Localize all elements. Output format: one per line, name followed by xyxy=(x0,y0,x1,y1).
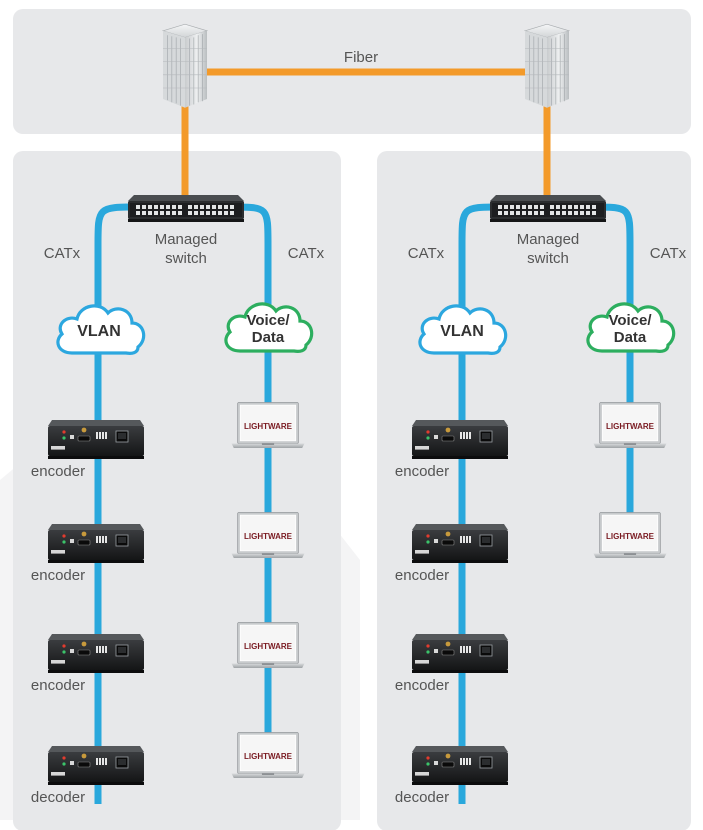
catx-label-left: CATx xyxy=(408,245,445,262)
managed-switch-icon xyxy=(490,195,606,222)
fiber-label: Fiber xyxy=(344,49,378,66)
vlan-label: VLAN xyxy=(440,323,484,340)
catx-cable-left xyxy=(458,203,501,804)
device-label: encoder xyxy=(31,677,85,694)
right-network: Managed switch CATx CATx VLAN Voice/ Dat… xyxy=(395,195,687,806)
switch-label-line1: Managed xyxy=(155,231,218,248)
fiber-link xyxy=(181,68,551,76)
switch-label-line1: Managed xyxy=(517,231,580,248)
building-left-icon xyxy=(162,23,208,109)
managed-switch-icon xyxy=(128,195,244,222)
device-label: encoder xyxy=(395,463,449,480)
laptop-brand: LIGHTWARE xyxy=(244,752,293,761)
encoder-device-icon xyxy=(411,633,509,674)
voice-label-line1: Voice/ xyxy=(608,312,652,329)
laptop-brand: LIGHTWARE xyxy=(606,422,655,431)
switch-label-line2: switch xyxy=(165,250,207,267)
voice-label-line2: Data xyxy=(252,329,285,346)
left-network: Managed switch CATx CATx VLAN Voice/ Dat… xyxy=(31,195,325,806)
device-label: encoder xyxy=(31,567,85,584)
decoder-device-icon xyxy=(47,745,145,786)
decoder-device-icon xyxy=(411,745,509,786)
voice-label-line2: Data xyxy=(614,329,647,346)
encoder-device-icon xyxy=(47,523,145,564)
laptop-brand: LIGHTWARE xyxy=(244,532,293,541)
encoder-device-icon xyxy=(411,523,509,564)
building-right-icon xyxy=(524,23,570,109)
laptop-brand: LIGHTWARE xyxy=(244,422,293,431)
encoder-device-icon xyxy=(47,633,145,674)
catx-label-right: CATx xyxy=(288,245,325,262)
device-label: encoder xyxy=(395,567,449,584)
device-label: encoder xyxy=(395,677,449,694)
encoder-device-icon xyxy=(47,419,145,460)
vlan-label: VLAN xyxy=(77,323,121,340)
catx-cable-left xyxy=(94,203,139,804)
laptop-brand: LIGHTWARE xyxy=(606,532,655,541)
laptop-brand: LIGHTWARE xyxy=(244,642,293,651)
catx-label-right: CATx xyxy=(650,245,687,262)
catx-label-left: CATx xyxy=(44,245,81,262)
device-label: decoder xyxy=(395,789,449,806)
switch-label-line2: switch xyxy=(527,250,569,267)
encoder-device-icon xyxy=(411,419,509,460)
voice-label-line1: Voice/ xyxy=(246,312,290,329)
device-label: decoder xyxy=(31,789,85,806)
device-label: encoder xyxy=(31,463,85,480)
